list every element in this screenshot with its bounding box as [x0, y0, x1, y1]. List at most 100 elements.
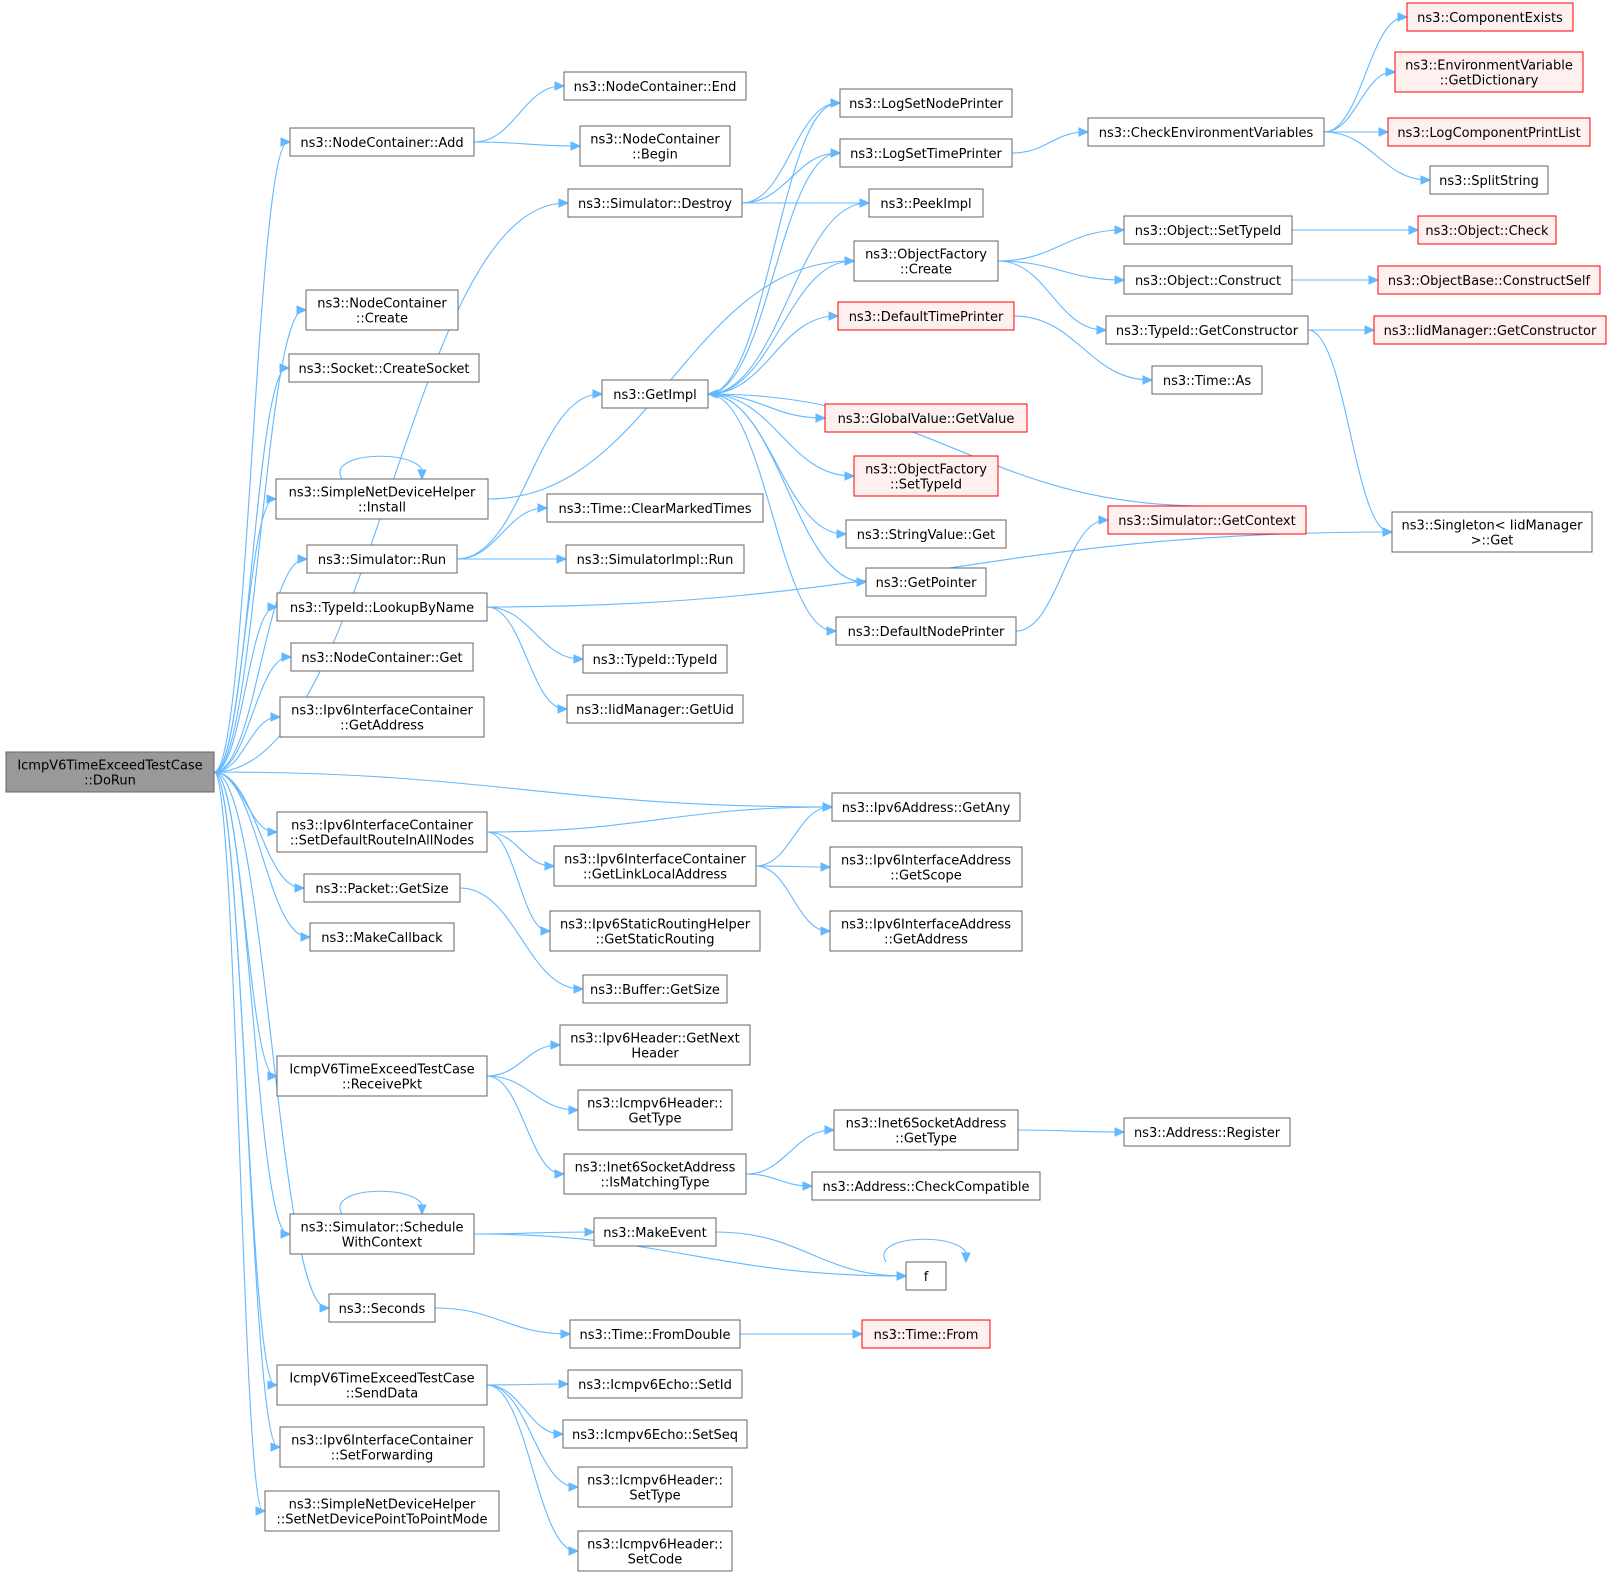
node-ipv6ic_setdef[interactable]: ns3::Ipv6InterfaceContainer::SetDefaultR… [276, 811, 488, 853]
node-deftimeprinter[interactable]: ns3::DefaultTimePrinter [837, 301, 1015, 331]
node-i6sa_match[interactable]: ns3::Inet6SocketAddress::IsMatchingType [563, 1153, 747, 1195]
node-ipv6ic_getaddr[interactable]: ns3::Ipv6InterfaceContainer::GetAddress [279, 696, 485, 738]
edge-line [1323, 71, 1394, 133]
node-label: ns3::Ipv6InterfaceContainer [291, 819, 473, 834]
node-addr_checkcompat[interactable]: ns3::Address::CheckCompatible [811, 1171, 1041, 1201]
edge-line [486, 831, 553, 867]
node-senddata[interactable]: IcmpV6TimeExceedTestCase::SendData [276, 1364, 488, 1406]
node-nc_add[interactable]: ns3::NodeContainer::Add [289, 127, 475, 157]
node-sim_getcontext[interactable]: ns3::Simulator::GetContext [1107, 505, 1307, 535]
node-icmp6h_gettype[interactable]: ns3::Icmpv6Header::GetType [577, 1089, 733, 1131]
node-box [1151, 365, 1263, 395]
node-logcomp_printlist[interactable]: ns3::LogComponentPrintList [1387, 117, 1591, 147]
edge-log_timeprinter-to-checkenv [1011, 127, 1090, 154]
node-time_fromdouble[interactable]: ns3::Time::FromDouble [569, 1319, 741, 1349]
edge-root-to-ipv6ic_setdef [213, 771, 279, 837]
edge-line [213, 716, 279, 773]
node-sim_run[interactable]: ns3::Simulator::Run [306, 544, 458, 574]
node-label: ns3::Ipv6InterfaceContainer [291, 704, 473, 719]
node-getpointer[interactable]: ns3::GetPointer [865, 567, 987, 597]
node-obj_construct[interactable]: ns3::Object::Construct [1123, 265, 1293, 295]
node-sim_destroy[interactable]: ns3::Simulator::Destroy [567, 188, 743, 218]
edge-line [339, 1190, 423, 1215]
node-pkt_getsize[interactable]: ns3::Packet::GetSize [303, 873, 461, 903]
node-ipv6ic_setfwd[interactable]: ns3::Ipv6InterfaceContainer::SetForwardi… [279, 1426, 485, 1468]
node-makecb[interactable]: ns3::MakeCallback [309, 922, 455, 952]
node-tid_tid[interactable]: ns3::TypeId::TypeId [582, 644, 728, 674]
node-sndh_p2p[interactable]: ns3::SimpleNetDeviceHelper::SetNetDevice… [264, 1490, 500, 1532]
node-time_clear[interactable]: ns3::Time::ClearMarkedTimes [546, 493, 764, 523]
node-time_as[interactable]: ns3::Time::As [1151, 365, 1263, 395]
edge-of_create-to-obj_construct [997, 260, 1126, 285]
node-simimpl_run[interactable]: ns3::SimulatorImpl::Run [565, 544, 745, 574]
node-icmp6h_setcode[interactable]: ns3::Icmpv6Header::SetCode [577, 1530, 733, 1572]
node-sv_get[interactable]: ns3::StringValue::Get [845, 519, 1007, 549]
edge-getimpl-to-getpointer [707, 393, 868, 587]
node-time_from[interactable]: ns3::Time::From [861, 1319, 991, 1349]
node-ipv6srh[interactable]: ns3::Ipv6StaticRoutingHelper::GetStaticR… [549, 910, 761, 952]
node-tid_getctor[interactable]: ns3::TypeId::GetConstructor [1105, 315, 1309, 345]
node-iid_getuid[interactable]: ns3::IidManager::GetUid [566, 694, 744, 724]
node-obj_check[interactable]: ns3::Object::Check [1417, 215, 1557, 245]
node-ipv6ia_getscope[interactable]: ns3::Ipv6InterfaceAddress::GetScope [829, 846, 1023, 888]
node-compexists[interactable]: ns3::ComponentExists [1406, 2, 1574, 32]
node-of_create[interactable]: ns3::ObjectFactory::Create [853, 240, 999, 282]
node-nc_begin[interactable]: ns3::NodeContainer::Begin [579, 125, 731, 167]
node-f[interactable]: f [905, 1261, 947, 1291]
edge-seconds-to-time_fromdouble [434, 1307, 572, 1339]
node-iid_getctor[interactable]: ns3::IidManager::GetConstructor [1373, 315, 1607, 345]
node-seconds[interactable]: ns3::Seconds [328, 1293, 436, 1323]
node-icmp6h_settype[interactable]: ns3::Icmpv6Header::SetType [577, 1466, 733, 1508]
node-label: ::DoRun [84, 774, 136, 789]
node-nc_end[interactable]: ns3::NodeContainer::End [563, 71, 747, 101]
node-label: IcmpV6TimeExceedTestCase [17, 759, 202, 774]
edge-nc_add-to-nc_begin [473, 141, 582, 151]
node-makeevent[interactable]: ns3::MakeEvent [593, 1217, 717, 1247]
node-label: SetCode [628, 1553, 683, 1568]
node-label: ::GetLinkLocalAddress [583, 868, 727, 883]
node-obj_settypeid[interactable]: ns3::Object::SetTypeId [1123, 215, 1293, 245]
node-splitstring[interactable]: ns3::SplitString [1429, 165, 1549, 195]
node-envvar_getdict[interactable]: ns3::EnvironmentVariable::GetDictionary [1394, 51, 1584, 93]
node-nc_create[interactable]: ns3::NodeContainer::Create [305, 289, 459, 331]
node-nc_get[interactable]: ns3::NodeContainer::Get [290, 642, 474, 672]
node-tid_lookup[interactable]: ns3::TypeId::LookupByName [276, 592, 488, 622]
node-gv_getvalue[interactable]: ns3::GlobalValue::GetValue [824, 403, 1028, 433]
node-box [577, 1530, 733, 1572]
node-label: ns3::GlobalValue::GetValue [838, 412, 1015, 427]
node-of_settypeid[interactable]: ns3::ObjectFactory::SetTypeId [853, 455, 999, 497]
node-echo_setid[interactable]: ns3::Icmpv6Echo::SetId [567, 1369, 743, 1399]
node-objbase_constructself[interactable]: ns3::ObjectBase::ConstructSelf [1377, 265, 1601, 295]
node-label: ns3::MakeCallback [321, 931, 443, 946]
edge-arrowhead [1385, 67, 1397, 77]
node-root[interactable]: IcmpV6TimeExceedTestCase::DoRun [5, 751, 215, 793]
node-buf_getsize[interactable]: ns3::Buffer::GetSize [582, 974, 728, 1004]
node-echo_setseq[interactable]: ns3::Icmpv6Echo::SetSeq [562, 1419, 748, 1449]
node-log_nodeprinter[interactable]: ns3::LogSetNodePrinter [839, 88, 1013, 118]
node-ipv6addr_getany[interactable]: ns3::Ipv6Address::GetAny [831, 792, 1021, 822]
node-getimpl[interactable]: ns3::GetImpl [601, 379, 709, 409]
node-defnodeprinter[interactable]: ns3::DefaultNodePrinter [835, 616, 1017, 646]
node-log_timeprinter[interactable]: ns3::LogSetTimePrinter [839, 138, 1013, 168]
node-peekimpl[interactable]: ns3::PeekImpl [868, 188, 984, 218]
edge-arrowhead [573, 654, 585, 664]
node-singleton_get[interactable]: ns3::Singleton< IidManager>::Get [1391, 511, 1593, 553]
edge-getimpl-to-defnodeprinter [707, 393, 838, 636]
node-i6sa_gettype[interactable]: ns3::Inet6SocketAddress::GetType [833, 1109, 1019, 1151]
node-checkenv[interactable]: ns3::CheckEnvironmentVariables [1087, 117, 1325, 147]
node-ipv6ia_getaddr[interactable]: ns3::Ipv6InterfaceAddress::GetAddress [829, 910, 1023, 952]
node-label: ns3::Icmpv6Header:: [587, 1538, 723, 1553]
node-addr_register[interactable]: ns3::Address::Register [1123, 1117, 1291, 1147]
edge-sim_run-to-time_clear [456, 503, 549, 560]
node-sock_create[interactable]: ns3::Socket::CreateSocket [288, 353, 480, 383]
node-ipv6ic_getlla[interactable]: ns3::Ipv6InterfaceContainer::GetLinkLoca… [553, 845, 757, 887]
edge-line [741, 102, 839, 204]
node-sndh_install[interactable]: ns3::SimpleNetDeviceHelper::Install [275, 478, 489, 520]
edge-recvpkt-to-ipv6h_next [486, 1040, 562, 1077]
node-recvpkt[interactable]: IcmpV6TimeExceedTestCase::ReceivePkt [276, 1055, 488, 1097]
node-label: ns3::Object::SetTypeId [1135, 224, 1281, 239]
edge-line [456, 507, 546, 560]
node-label: >::Get [1471, 534, 1514, 549]
